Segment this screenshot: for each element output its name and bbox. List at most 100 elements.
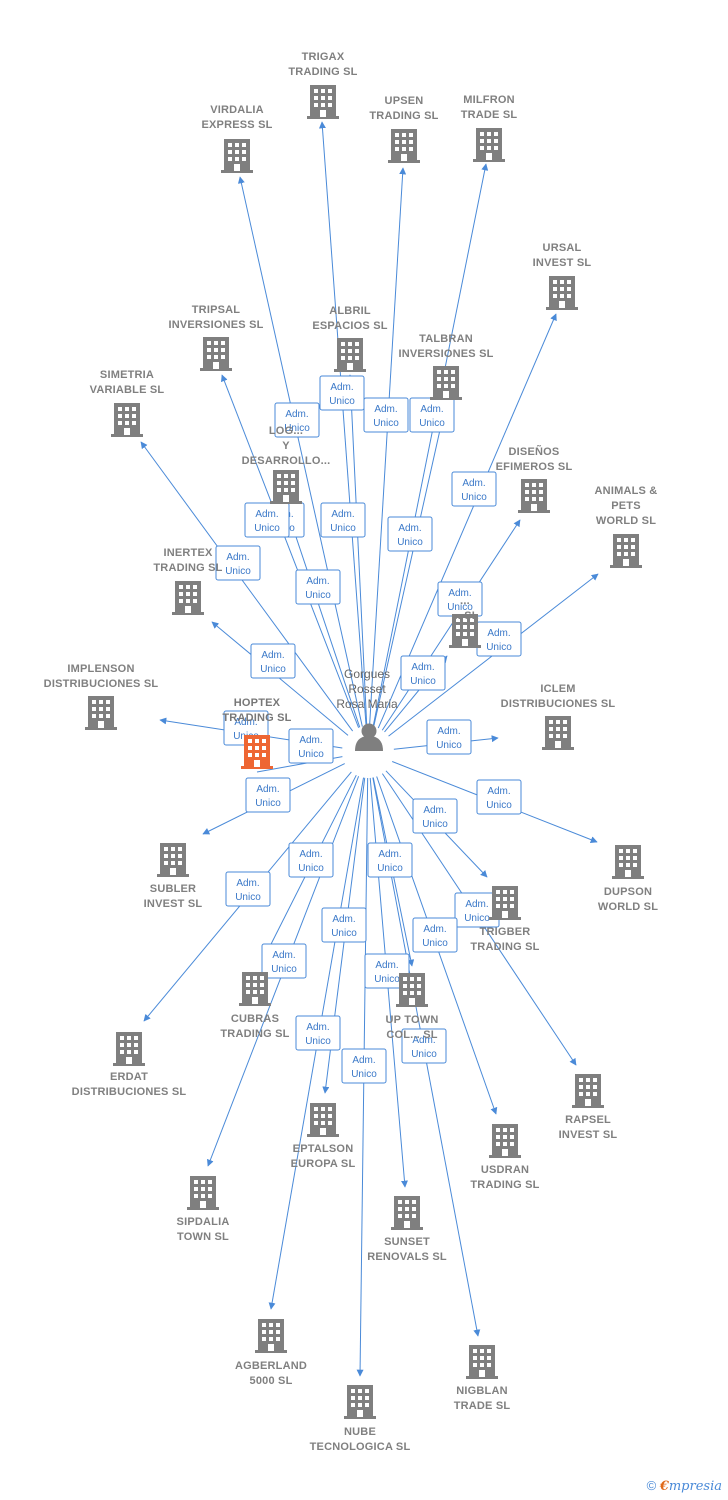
- company-name-line: TRADING SL: [222, 712, 291, 724]
- role-box-dupson[interactable]: Adm.Unico: [476, 779, 522, 815]
- role-box-uptown[interactable]: Adm.Unico: [367, 842, 413, 878]
- company-name-line: Y: [282, 440, 290, 452]
- company-name-line: NIGBLAN: [456, 1385, 508, 1397]
- role-box-iclem[interactable]: Adm.Unico: [426, 719, 472, 755]
- empresia-logo: €mpresia: [659, 1479, 722, 1494]
- company-name-line: INVERSIONES SL: [398, 348, 493, 360]
- role-label-line: Unico: [464, 913, 490, 924]
- role-box-usdran[interactable]: Adm.Unico: [412, 917, 458, 953]
- role-box-eptalson[interactable]: Adm.Unico: [321, 907, 367, 943]
- role-label-line: Adm.: [332, 914, 355, 925]
- company-name-line: TRIGBER: [480, 926, 531, 938]
- role-label-line: Unico: [411, 1049, 437, 1060]
- role-box-logistica[interactable]: Adm.Unico: [295, 569, 341, 605]
- role-label-line: Adm.: [462, 478, 485, 489]
- role-box-talbran[interactable]: Adm.Unico: [409, 397, 455, 433]
- edge-to-milfron: [372, 163, 489, 727]
- role-box-agberland[interactable]: Adm.Unico: [295, 1015, 341, 1051]
- role-box-extra-3[interactable]: Adm. Unico: [244, 502, 290, 538]
- company-name-line: DISTRIBUCIONES SL: [501, 698, 616, 710]
- role-box-extra-2[interactable]: Adm.Unico: [387, 516, 433, 552]
- role-label-line: Adm.: [411, 662, 434, 673]
- building-icon: [546, 276, 578, 310]
- role-box-cubras[interactable]: Adm.Unico: [288, 842, 334, 878]
- role-box-inertex[interactable]: Adm.Unico: [250, 643, 296, 679]
- role-box-virdalia[interactable]: Adm.Unico: [274, 402, 320, 438]
- company-name-line: TRADING SL: [369, 110, 438, 122]
- person-name-line-1: Gorgues: [344, 667, 390, 681]
- role-box-erdat[interactable]: Adm.Unico: [225, 871, 271, 907]
- company-node-hidden[interactable]: ...... SL: [449, 595, 481, 648]
- role-label-line: Adm.: [398, 523, 421, 534]
- role-label-line: Unico: [254, 523, 280, 534]
- company-name-line: INVEST SL: [144, 898, 203, 910]
- role-box-albril[interactable]: Adm.Unico: [319, 375, 365, 411]
- role-box-frame: [412, 798, 458, 834]
- footer-brand[interactable]: © €mpresia: [647, 1478, 722, 1494]
- role-box-extra-1[interactable]: Adm.Unico: [320, 502, 366, 538]
- role-box-nube[interactable]: Adm.Unico: [341, 1048, 387, 1084]
- role-box-sipdalia[interactable]: Adm.Unico: [261, 943, 307, 979]
- building-icon: [489, 1124, 521, 1158]
- person-node[interactable]: Gorgues Rosset Rosa Maria: [336, 667, 398, 751]
- role-label-line: Unico: [419, 418, 445, 429]
- building-icon: [473, 128, 505, 162]
- role-label-line: Unico: [374, 974, 400, 985]
- role-label-line: Adm.: [306, 576, 329, 587]
- role-box-frame: [274, 402, 320, 438]
- role-box-sunset[interactable]: Adm.Unico: [364, 953, 410, 989]
- role-box-frame: [295, 569, 341, 605]
- role-box-subler[interactable]: Adm.Unico: [245, 777, 291, 813]
- role-box-frame: [225, 871, 271, 907]
- role-box-nigblan[interactable]: Adm.Unico: [401, 1028, 447, 1064]
- role-box-upsen[interactable]: Adm.Unico: [363, 397, 409, 433]
- role-box-ursal[interactable]: Adm.Unico: [451, 471, 497, 507]
- role-box-animals[interactable]: Adm.Unico: [476, 621, 522, 657]
- role-box-frame: [341, 1048, 387, 1084]
- role-box-frame: [412, 917, 458, 953]
- role-box-simetria[interactable]: Adm.Unico: [215, 545, 261, 581]
- role-box-hoptex[interactable]: Adm.Unico: [288, 728, 334, 764]
- role-label-line: Unico: [235, 892, 261, 903]
- company-name-line: COL... SL: [386, 1029, 437, 1041]
- role-label-line: Adm.: [255, 509, 278, 520]
- role-label-line: Unico: [298, 863, 324, 874]
- building-icon: [307, 1103, 339, 1137]
- role-box-trigber[interactable]: Adm.Unico: [412, 798, 458, 834]
- building-icon: [466, 1345, 498, 1379]
- company-node-logistica[interactable]: LOG...YDESARROLLO...: [242, 425, 331, 504]
- role-label-line: Adm.: [437, 726, 460, 737]
- role-label-line: Adm.: [285, 409, 308, 420]
- role-box-hidden[interactable]: Adm.Unico: [400, 655, 446, 691]
